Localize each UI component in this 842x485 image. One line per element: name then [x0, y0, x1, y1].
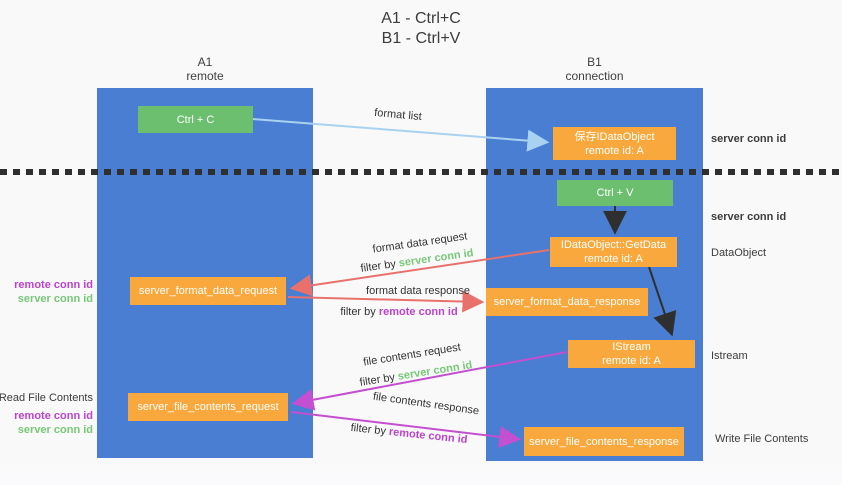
side-label-server-conn-id-1: server conn id	[17, 293, 93, 305]
node-save-idataobject: 保存IDataObject remote id: A	[553, 127, 676, 160]
title-line-2: B1 - Ctrl+V	[381, 30, 461, 47]
lane-a1-subtitle: remote	[186, 69, 224, 83]
side-label-conn-ids-format: remote conn id server conn id	[14, 278, 93, 306]
node-istream-line1: IStream	[612, 341, 651, 353]
lane-b1-subtitle: connection	[565, 69, 624, 83]
node-save-idataobject-line1: 保存IDataObject	[574, 130, 655, 143]
side-label-remote-conn-id-1: remote conn id	[14, 279, 93, 291]
title-line-1: A1 - Ctrl+C	[381, 10, 461, 27]
side-label-server-conn-id-mid: server conn id	[711, 211, 787, 223]
side-label-write-file-contents: Write File Contents	[715, 433, 809, 445]
node-server-file-contents-response: server_file_contents_response	[524, 427, 684, 456]
side-label-istream: Istream	[711, 350, 748, 362]
edge-getdata-to-istream	[648, 266, 677, 337]
side-label-read-file-contents: Read File Contents	[0, 392, 93, 404]
edge-format-list	[252, 118, 550, 152]
node-ctrl-v-label: Ctrl + V	[596, 187, 634, 199]
diagram-title: A1 - Ctrl+C B1 - Ctrl+V	[0, 9, 842, 49]
edge-label-format-data-response: format data response	[366, 285, 470, 297]
edge-file-contents-response	[290, 411, 522, 448]
side-label-server-conn-id-top: server conn id	[711, 133, 787, 145]
node-server-format-data-request: server_format_data_request	[130, 277, 286, 305]
side-label-server-conn-id-2: server conn id	[17, 424, 93, 436]
node-istream: IStream remote id: A	[568, 340, 695, 368]
node-idataobject-getdata-line1: IDataObject::GetData	[560, 239, 667, 251]
side-label-dataobject: DataObject	[711, 247, 767, 259]
edge-file-contents-request	[291, 351, 568, 411]
node-ctrl-v: Ctrl + V	[557, 180, 673, 206]
node-server-file-contents-request-label: server_file_contents_request	[137, 401, 279, 413]
network-boundary-dashed-line	[0, 169, 842, 175]
node-idataobject-getdata-line2: remote id: A	[584, 253, 643, 265]
side-label-conn-ids-file: remote conn id server conn id	[14, 409, 93, 437]
node-server-format-data-response-label: server_format_data_response	[493, 296, 641, 308]
node-server-file-contents-request: server_file_contents_request	[128, 393, 288, 421]
lane-a1-title: A1	[197, 55, 213, 69]
node-ctrl-c-label: Ctrl + C	[176, 113, 215, 126]
node-istream-line2: remote id: A	[602, 355, 661, 367]
edge-format-data-response	[287, 290, 485, 313]
node-idataobject-getdata: IDataObject::GetData remote id: A	[550, 237, 677, 267]
lane-header-b1-connection: B1 connection	[486, 55, 703, 83]
lane-b1-title: B1	[587, 55, 602, 69]
lane-header-a1-remote: A1 remote	[97, 55, 313, 83]
edge-label-filter-by-remote-conn-id-1: filter by remote conn id	[340, 306, 458, 318]
node-server-file-contents-response-label: server_file_contents_response	[529, 435, 679, 448]
node-server-format-data-request-label: server_format_data_request	[138, 285, 278, 297]
side-label-remote-conn-id-2: remote conn id	[14, 410, 93, 422]
edge-format-data-request	[289, 249, 550, 297]
node-save-idataobject-line2: remote id: A	[585, 144, 644, 157]
node-server-format-data-response: server_format_data_response	[486, 288, 648, 316]
node-ctrl-c: Ctrl + C	[138, 106, 253, 133]
